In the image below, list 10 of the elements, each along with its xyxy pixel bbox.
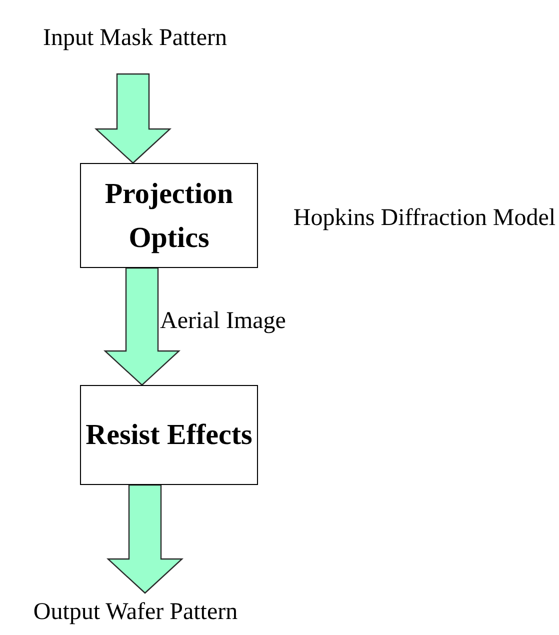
box-label: Projection Optics: [104, 176, 234, 256]
process-box: [80, 163, 258, 268]
block-arrow: [103, 267, 181, 386]
block-arrow: [94, 73, 172, 164]
node-label: Output Wafer Pattern: [33, 598, 238, 627]
side-note: Hopkins Diffraction Model: [292, 204, 557, 233]
box-label: Resist Effects: [86, 418, 252, 453]
node-label: Input Mask Pattern: [43, 24, 227, 53]
block-arrow: [106, 484, 184, 594]
process-box: [80, 385, 258, 485]
